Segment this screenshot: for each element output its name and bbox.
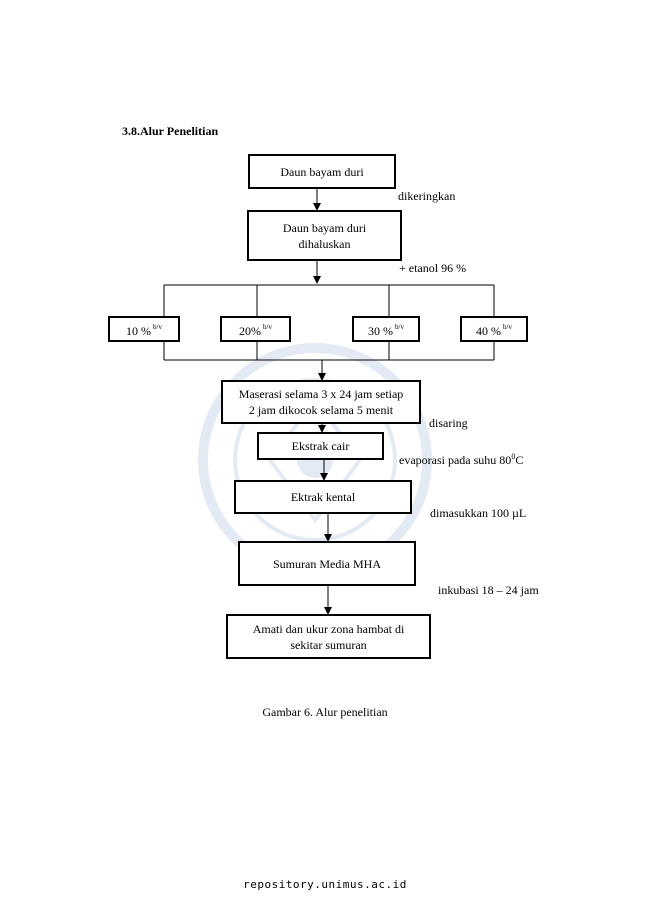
node-ground-leaves-line1: Daun bayam duri [282,220,367,235]
repository-footer: repository.unimus.ac.id [243,878,407,891]
node-raw-leaves: Daun bayam duri [248,154,396,189]
node-liquid-extract: Ekstrak cair [257,432,384,460]
node-ratio-20-unit: b/v [263,323,272,331]
node-ratio-40-text: 40 %b/v [476,319,512,339]
node-ratio-10: 10 %b/v [108,316,180,342]
node-ratio-10-unit: b/v [153,323,162,331]
node-maceration-line2: 2 jam dikocok selama 5 menit [248,403,394,417]
step-evaporation-text: evaporasi pada suhu 80 [399,453,512,467]
node-observe-line2: sekitar sumuran [290,637,367,652]
step-dried: dikeringkan [398,189,456,203]
node-well-media: Sumuran Media MHA [238,541,416,586]
section-heading: 3.8.Alur Penelitian [122,124,219,138]
node-observe: Amati dan ukur zona hambat di sekitar su… [226,614,431,659]
node-ratio-40-unit: b/v [503,323,512,331]
node-ratio-30: 30 %b/v [352,316,420,342]
node-well-media-label: Sumuran Media MHA [273,556,381,571]
step-evaporation: evaporasi pada suhu 800C [399,452,523,468]
node-ratio-10-label: 10 % [126,324,152,338]
node-thick-extract-label: Ektrak kental [290,490,356,504]
node-ground-leaves: Daun bayam duri dihaluskan [247,210,402,261]
step-evaporation-degree: 0 [511,452,516,461]
figure-caption: Gambar 6. Alur penelitian [262,705,388,719]
node-raw-leaves-label: Daun bayam duri [280,164,364,179]
node-ratio-40-label: 40 % [476,324,502,338]
node-ratio-20: 20%b/v [220,316,291,342]
step-evaporation-unit: C [515,453,524,467]
node-observe-line1: Amati dan ukur zona hambat di [252,621,405,636]
node-maceration: Maserasi selama 3 x 24 jam setiap 2 jam … [221,380,421,424]
step-ethanol: + etanol 96 % [399,261,467,275]
node-ratio-30-unit: b/v [395,323,404,331]
node-ratio-30-text: 30 %b/v [368,319,404,339]
node-maceration-line1: Maserasi selama 3 x 24 jam setiap [238,387,404,401]
node-thick-extract: Ektrak kental [234,480,412,514]
node-liquid-extract-label: Ekstrak cair [291,439,350,453]
step-incubation: inkubasi 18 – 24 jam [438,583,539,597]
node-ratio-30-label: 30 % [368,324,394,338]
step-inserted: dimasukkan 100 µL [430,506,527,520]
node-ratio-20-label: 20% [239,324,262,338]
node-ratio-20-text: 20%b/v [239,319,272,339]
node-ratio-10-text: 10 %b/v [126,319,162,339]
node-ratio-40: 40 %b/v [460,316,528,342]
step-filtered: disaring [429,416,468,430]
node-ground-leaves-line2: dihaluskan [298,236,351,251]
